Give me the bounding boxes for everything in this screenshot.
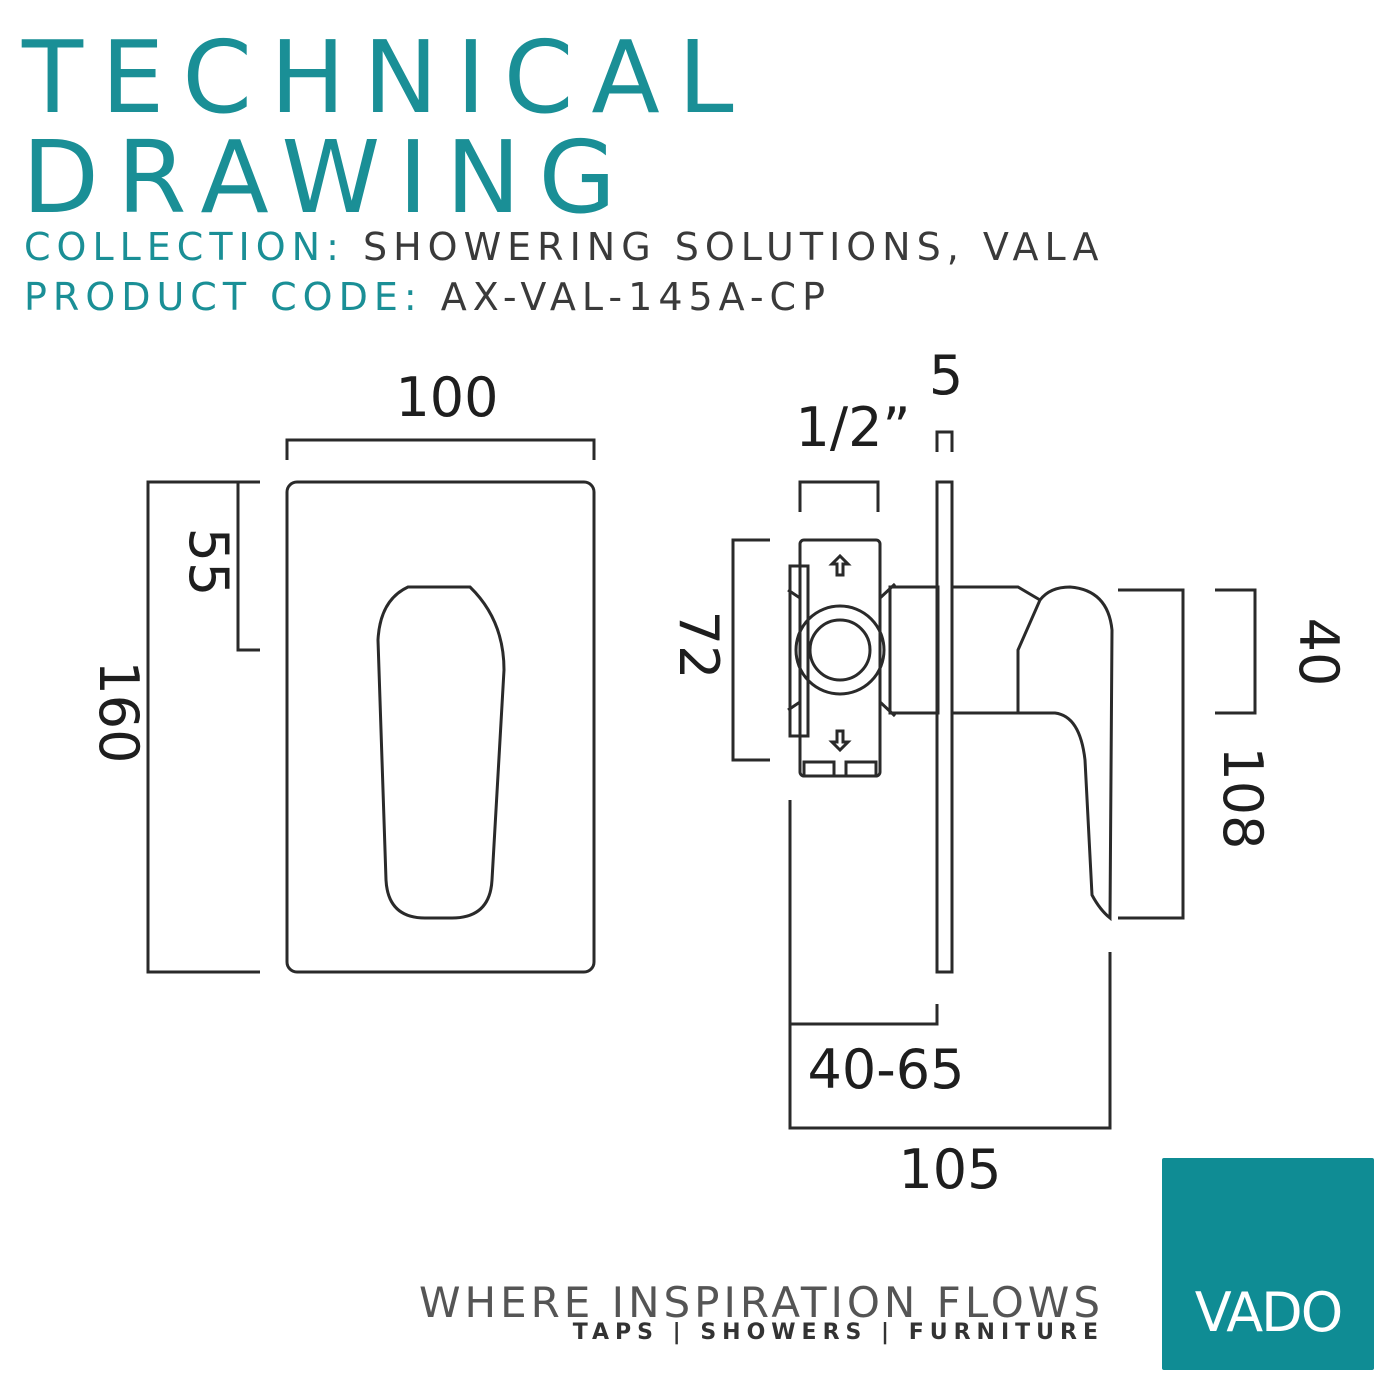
height-dimension-line xyxy=(146,480,260,974)
lever-offset-label: 55 xyxy=(177,528,240,597)
lever-height-dimension-line xyxy=(1215,588,1257,715)
depth-range-dimension-line xyxy=(788,800,939,1026)
wall-plate-side xyxy=(935,480,954,974)
arrow-down-icon xyxy=(828,729,852,753)
side-view: 1/2” 5 72 40 108 40-65 105 xyxy=(667,344,1350,1201)
lever-length-label: 108 xyxy=(1211,746,1274,849)
cartridge-shroud xyxy=(888,585,940,715)
lever-handle-front xyxy=(376,585,506,920)
body-height-dimension-line xyxy=(731,538,770,762)
title-line-2: DRAWING xyxy=(22,119,635,236)
lever-handle-side xyxy=(1018,585,1114,922)
outlet-left xyxy=(802,760,836,778)
arrow-up-icon xyxy=(828,553,852,577)
collection-value: SHOWERING SOLUTIONS, VALA xyxy=(362,225,1105,269)
product-code-label: PRODUCT CODE: xyxy=(24,275,423,319)
collection-line: COLLECTION: SHOWERING SOLUTIONS, VALA xyxy=(24,228,1105,266)
tagline: WHERE INSPIRATION FLOWS xyxy=(418,1278,1104,1327)
collection-label: COLLECTION: xyxy=(24,225,345,269)
lever-length-dimension-line xyxy=(1118,588,1185,920)
product-code-line: PRODUCT CODE: AX-VAL-145A-CP xyxy=(24,278,831,316)
plate-thickness-label: 5 xyxy=(929,344,963,407)
category-list: TAPS | SHOWERS | FURNITURE xyxy=(572,1320,1104,1345)
total-depth-dimension-line xyxy=(788,952,1112,1130)
valve-ribs xyxy=(787,582,897,718)
lever-height-label: 40 xyxy=(1287,618,1350,687)
height-label: 160 xyxy=(87,660,150,763)
logo-text: VADO xyxy=(1194,1281,1344,1344)
cover-plate xyxy=(285,480,596,974)
product-code-value: AX-VAL-145A-CP xyxy=(440,275,831,319)
front-view: 100 160 55 xyxy=(87,366,596,974)
valve-flange xyxy=(788,564,810,738)
pipe-label: 1/2” xyxy=(796,396,911,459)
lever-offset-dimension-line xyxy=(236,480,260,652)
depth-range-label: 40-65 xyxy=(808,1038,965,1101)
inlet-outer-ring xyxy=(794,604,886,696)
width-label: 100 xyxy=(395,366,498,429)
width-dimension-line xyxy=(285,438,596,460)
body-height-label: 72 xyxy=(667,611,730,680)
vado-logo: VADO xyxy=(1162,1158,1374,1370)
plate-thickness-dimension-line xyxy=(935,430,954,452)
pipe-dimension-line xyxy=(798,480,880,512)
title-line-1: TECHNICAL xyxy=(22,19,752,136)
total-depth-label: 105 xyxy=(898,1138,1001,1201)
inlet-inner-ring xyxy=(808,618,872,682)
valve-body xyxy=(798,538,882,778)
outlet-right xyxy=(844,760,878,778)
lever-base xyxy=(950,585,1042,715)
